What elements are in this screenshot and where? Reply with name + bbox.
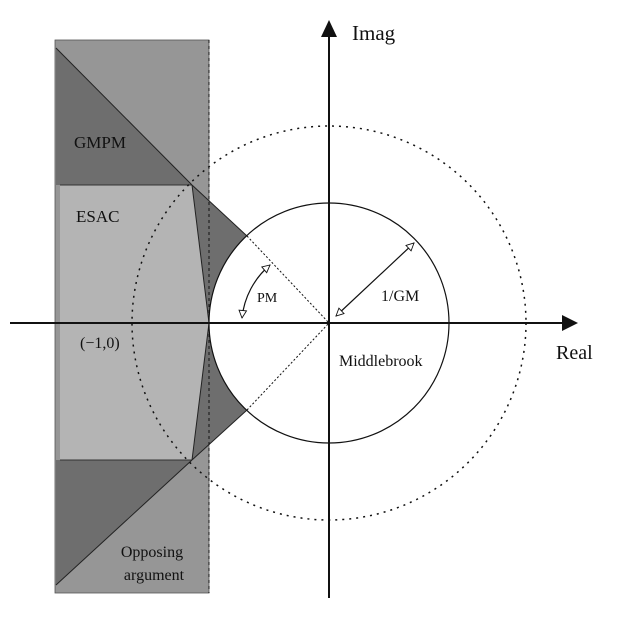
phase-margin-label: PM [257, 291, 278, 306]
critical-point-label: (−1,0) [80, 335, 120, 352]
imag-axis-label: Imag [352, 21, 396, 45]
opposing-argument-line-1: Opposing [121, 544, 183, 561]
opposing-argument-label: Opposing argument [121, 544, 187, 584]
gmpm-label: GMPM [74, 133, 126, 152]
gmpm-diagonal-lower [55, 459, 193, 586]
opposing-argument-line-2: argument [124, 567, 185, 584]
gmpm-upper-wedge [192, 185, 247, 323]
esac-edge-lower [191, 322, 210, 461]
gain-margin-label: 1/GM [381, 288, 419, 305]
wedge-edge-upper [191, 184, 248, 237]
gmpm-lower-wedge [192, 323, 247, 460]
real-axis-arrowhead [562, 315, 578, 331]
esac-label: ESAC [76, 207, 119, 226]
gmpm-diagonal-upper [55, 47, 193, 186]
gain-margin-arrow [336, 243, 414, 316]
middlebrook-label: Middlebrook [339, 353, 423, 370]
imag-axis-arrowhead [321, 20, 337, 37]
esac-edge-upper [191, 184, 210, 324]
real-axis-label: Real [556, 342, 593, 364]
phase-margin-arc [242, 265, 270, 318]
wedge-edge-lower [191, 409, 248, 461]
